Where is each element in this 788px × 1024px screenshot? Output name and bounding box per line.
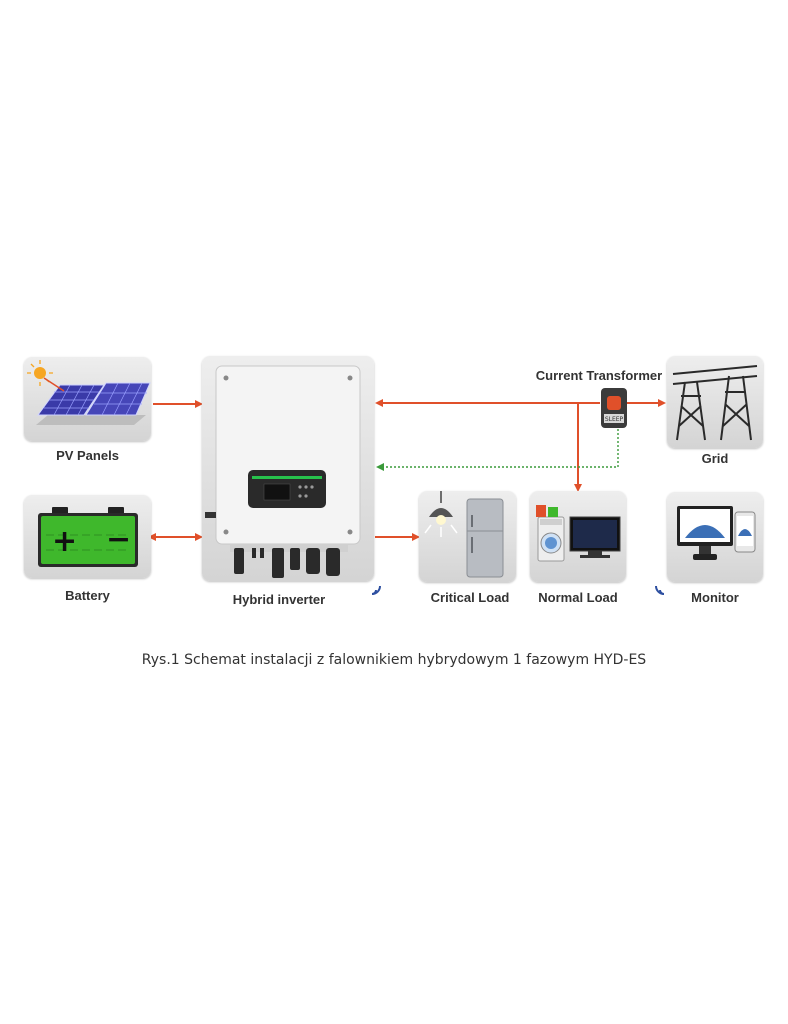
pv-panels-label: PV Panels [56, 448, 119, 463]
current-transformer-label: Current Transformer [535, 368, 663, 383]
normal-load-label: Normal Load [538, 590, 618, 605]
normal-load-icon [536, 505, 621, 562]
current-transformer-icon: SLEEP [601, 388, 627, 428]
battery-plus-mark: + [52, 524, 77, 559]
critical-load-label: Critical Load [430, 590, 510, 605]
power-tower-icon [672, 365, 758, 441]
grid-label: Grid [701, 451, 729, 466]
wifi-icon [655, 585, 665, 595]
monitor-icon [677, 506, 756, 560]
normal-load-tile [530, 491, 626, 582]
hybrid-inverter-tile [202, 356, 374, 581]
signal-ct-to-inverter [376, 425, 619, 471]
battery-label: Battery [65, 588, 110, 603]
monitor-tile [667, 492, 763, 582]
wifi-icon [371, 585, 381, 595]
ct-brand-mark: SLEEP [605, 416, 624, 423]
solar-panel-icon [27, 360, 151, 425]
critical-load-tile [419, 491, 516, 582]
battery-tile: + − [24, 495, 151, 578]
inverter-icon [205, 365, 361, 578]
pv-panels-tile [24, 357, 151, 441]
battery-icon: + − [38, 507, 138, 567]
figure-caption: Rys.1 Schemat instalacji z falownikiem h… [141, 652, 647, 668]
critical-load-icon [424, 491, 504, 578]
monitor-label: Monitor [691, 590, 739, 605]
hybrid-inverter-label: Hybrid inverter [232, 592, 326, 607]
grid-tile [667, 356, 763, 448]
battery-minus-mark: − [106, 522, 131, 557]
